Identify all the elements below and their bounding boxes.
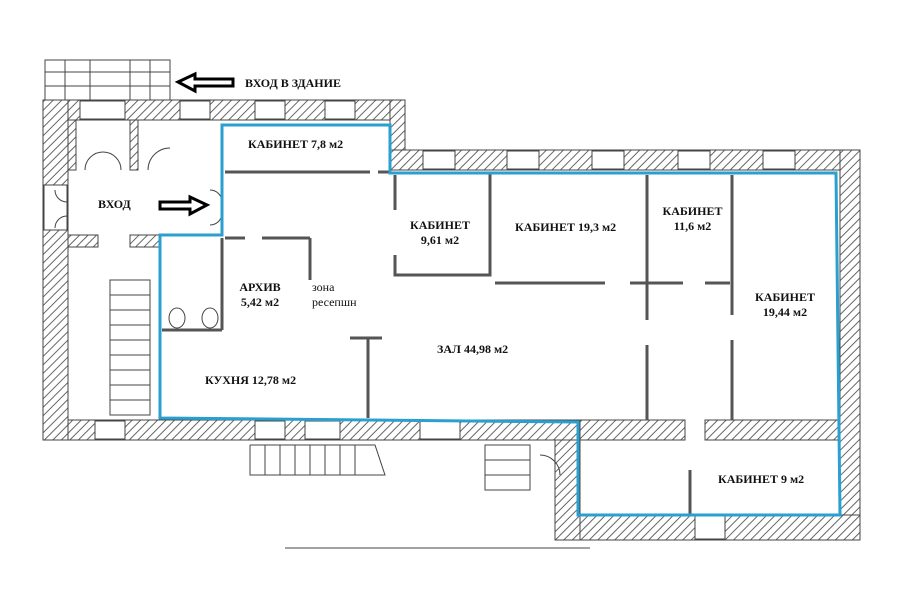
arrow-right-icon — [158, 194, 211, 217]
doors — [54, 147, 561, 476]
reception-line-2: ресепшн — [312, 295, 357, 309]
room-area: 11,6 м2 — [673, 219, 712, 233]
stairs — [44, 59, 590, 549]
room-cabinet-7-8: КАБИНЕТ 7,8 м2 — [248, 137, 344, 151]
room-cabinet-9: КАБИНЕТ 9 м2 — [718, 472, 805, 486]
leased-area-outline — [158, 123, 842, 517]
partitions — [162, 170, 734, 515]
room-cabinet-19-3: КАБИНЕТ 19,3 м2 — [515, 220, 617, 234]
room-name: КАБИНЕТ — [410, 218, 470, 232]
room-name: АРХИВ — [239, 280, 281, 294]
entrance-label: ВХОД — [98, 197, 131, 211]
arrow-left-icon — [174, 71, 235, 94]
room-area: 19,44 м2 — [762, 305, 808, 319]
room-hall: ЗАЛ 44,98 м2 — [437, 342, 509, 356]
room-name: КАБИНЕТ — [755, 290, 815, 304]
room-name: КАБИНЕТ — [662, 204, 723, 218]
arrows — [158, 71, 235, 217]
room-kitchen: КУХНЯ 12,78 м2 — [205, 373, 297, 387]
room-area: 5,42 м2 — [240, 295, 280, 309]
reception-line-1: зона — [312, 280, 335, 294]
entrance-building-label: ВХОД В ЗДАНИЕ — [245, 76, 341, 90]
room-area: 9,61 м2 — [420, 233, 460, 247]
windows — [43, 100, 796, 540]
